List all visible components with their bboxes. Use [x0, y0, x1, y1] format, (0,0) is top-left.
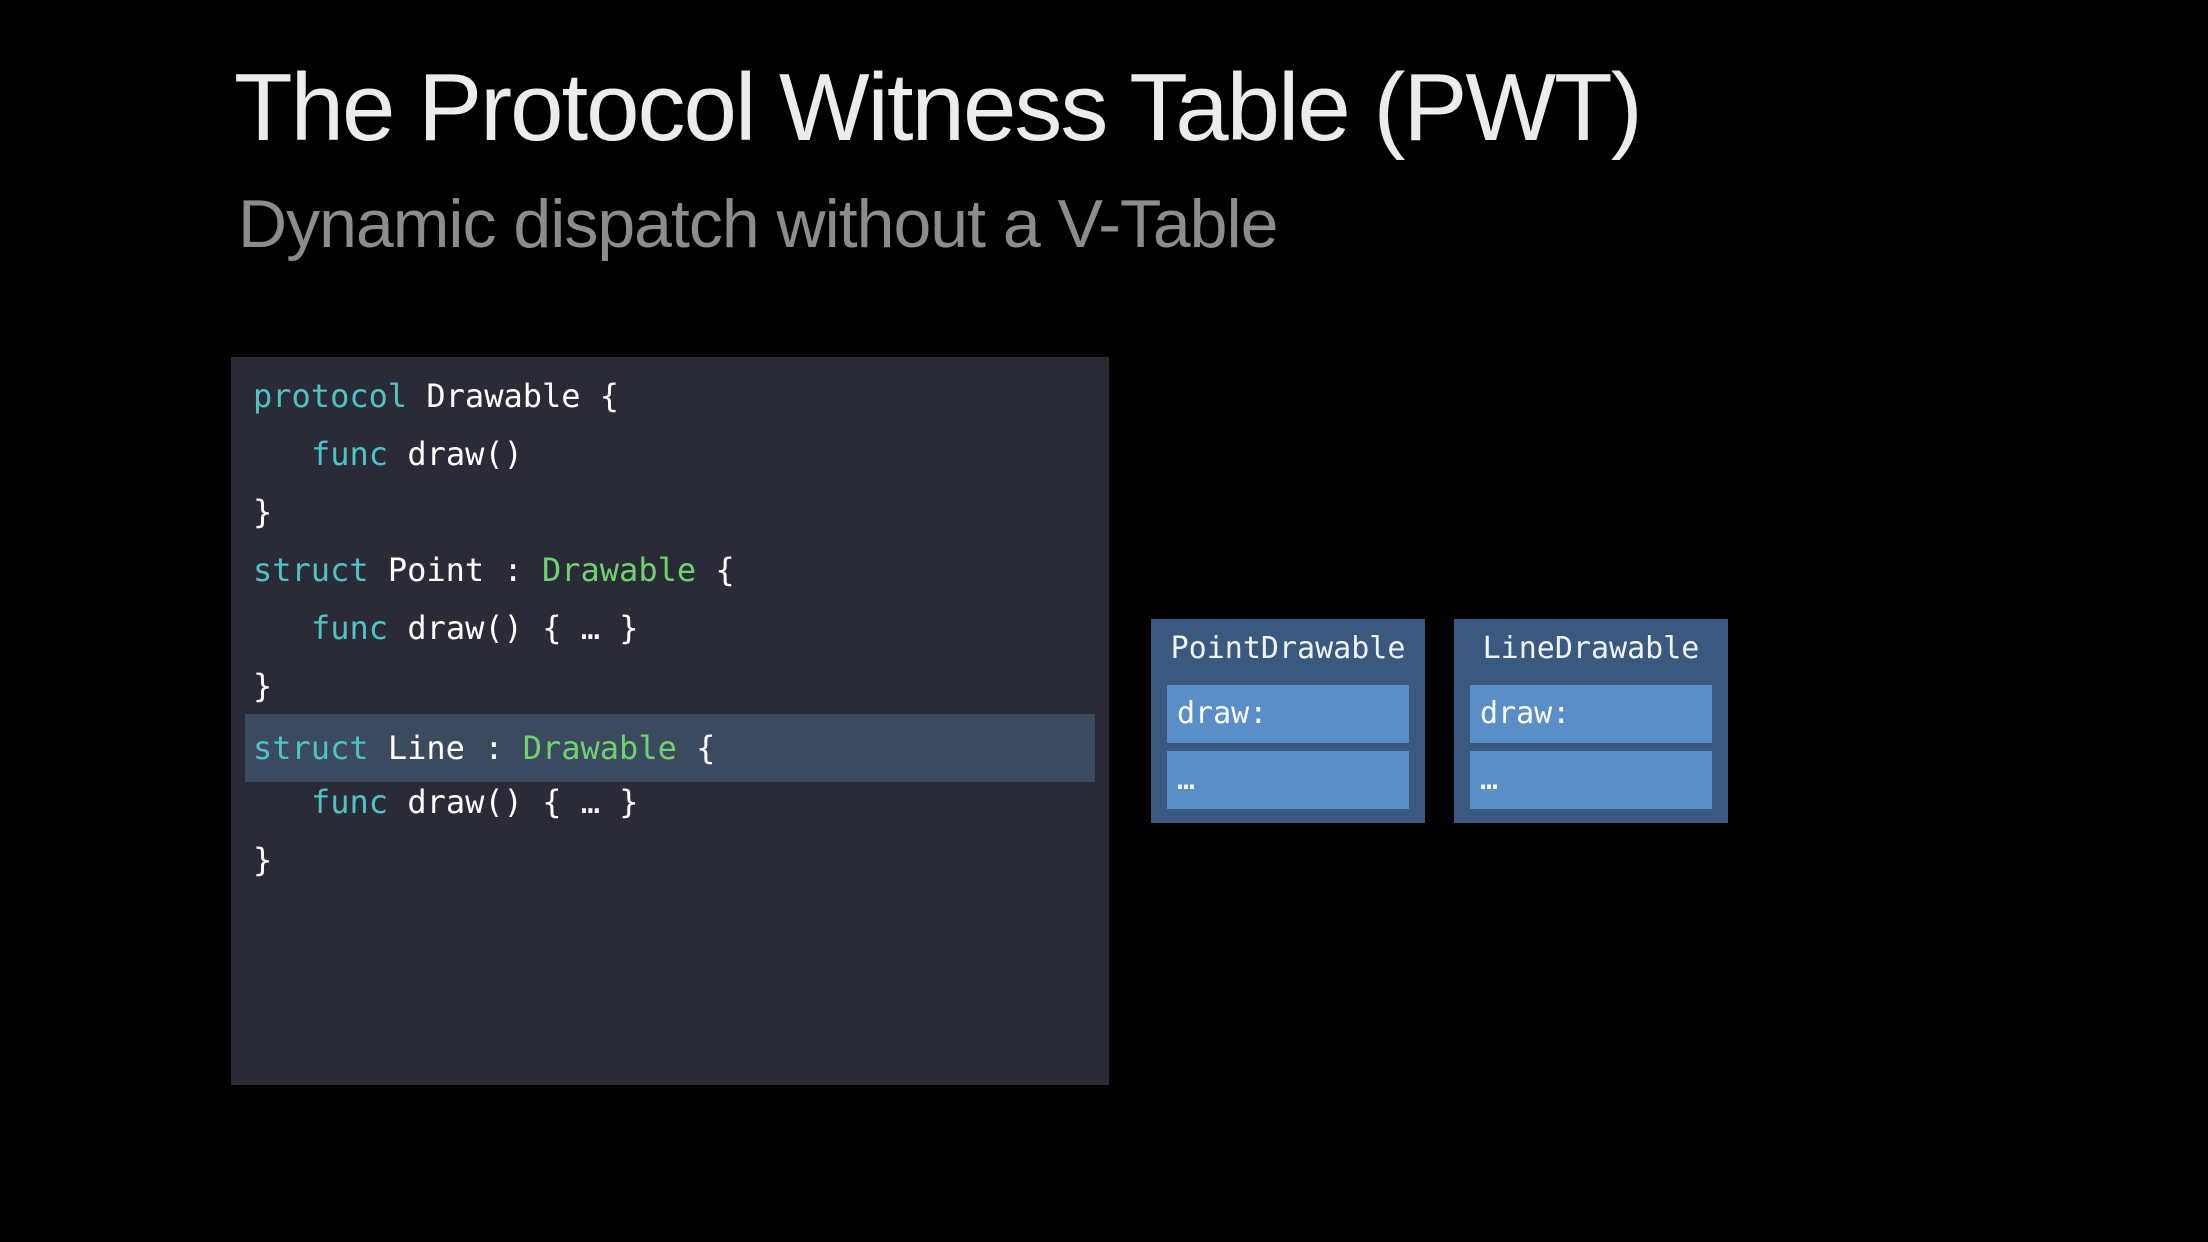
- witness-table-line: LineDrawable draw: …: [1454, 619, 1728, 823]
- slide-subtitle: Dynamic dispatch without a V-Table: [238, 186, 1278, 262]
- code-line-close-brace: }: [253, 831, 272, 889]
- code-line-struct-point: struct Point : Drawable {: [253, 541, 735, 599]
- code-line-struct-line: struct Line : Drawable {: [253, 719, 715, 777]
- code-text: }: [253, 493, 273, 531]
- code-line-close-brace: }: [253, 657, 272, 715]
- code-text: }: [253, 841, 273, 879]
- code-line-protocol: protocol Drawable {: [253, 367, 619, 425]
- code-keyword: struct: [253, 729, 369, 767]
- witness-table-point: PointDrawable draw: …: [1151, 619, 1425, 823]
- code-text: {: [676, 729, 716, 767]
- code-keyword: protocol: [253, 377, 408, 415]
- code-text: draw() { … }: [388, 783, 639, 821]
- code-text: }: [253, 667, 273, 705]
- witness-table-title: PointDrawable: [1170, 631, 1406, 666]
- witness-table-entry-draw: draw:: [1470, 685, 1712, 743]
- code-text: draw() { … }: [388, 609, 639, 647]
- code-type: Drawable: [541, 551, 697, 589]
- witness-table-entry-more: …: [1470, 751, 1712, 809]
- witness-table-title: LineDrawable: [1482, 631, 1700, 666]
- code-text: {: [696, 551, 735, 589]
- code-line-func-decl: func draw(): [311, 425, 523, 483]
- code-text: Point :: [368, 551, 542, 589]
- code-keyword: func: [311, 435, 389, 473]
- code-type: Drawable: [522, 729, 677, 767]
- code-line-func-line-draw: func draw() { … }: [311, 773, 639, 831]
- witness-table-entry-more: …: [1167, 751, 1409, 809]
- code-line-func-point-draw: func draw() { … }: [311, 599, 639, 657]
- code-keyword: struct: [253, 551, 369, 589]
- witness-table-entry-draw: draw:: [1167, 685, 1409, 743]
- slide-title: The Protocol Witness Table (PWT): [234, 54, 1643, 161]
- code-keyword: func: [311, 609, 389, 647]
- code-line-highlight: [245, 714, 1095, 782]
- code-text: draw(): [388, 435, 523, 473]
- code-keyword: func: [311, 783, 389, 821]
- code-text: Drawable {: [407, 377, 620, 415]
- code-panel: protocol Drawable { func draw() } struct…: [231, 357, 1109, 1085]
- code-text: Line :: [368, 729, 523, 767]
- code-line-close-brace: }: [253, 483, 272, 541]
